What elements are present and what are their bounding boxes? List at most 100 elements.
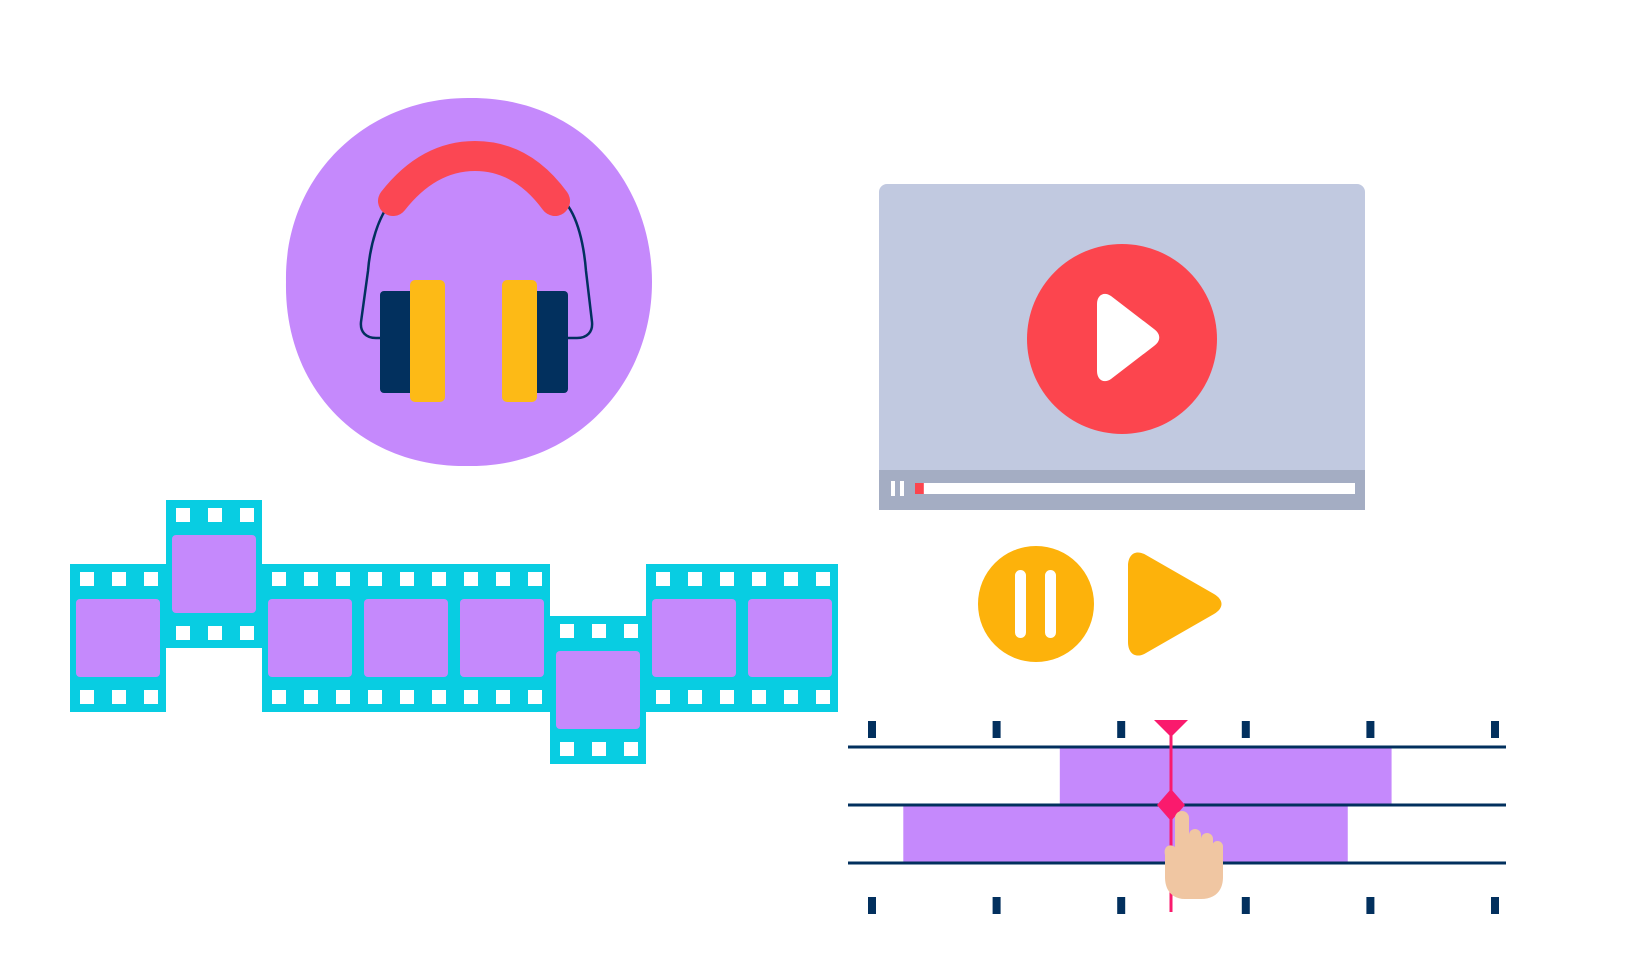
film-perforation [80,572,94,586]
pause-icon[interactable] [1015,570,1056,638]
film-perforation [304,690,318,704]
film-perforation [560,624,574,638]
film-perforation [752,690,766,704]
film-perforation [400,690,414,704]
film-perforation [624,624,638,638]
hand-pointer-icon [1164,811,1223,899]
timeline-tick-top [1117,721,1126,738]
film-segment [550,616,646,764]
pause-bar-left [1015,570,1026,638]
timeline-tick-bottom [1491,897,1499,914]
film-segment [646,564,742,712]
film-perforation [336,572,350,586]
film-perforation [304,572,318,586]
film-perforation [688,572,702,586]
video-progress-track[interactable] [915,483,1355,494]
timeline-tick-top [1241,721,1250,738]
playhead-handle[interactable] [1154,720,1188,737]
film-perforation [592,742,606,756]
film-segment [166,500,262,648]
film-perforation [144,572,158,586]
headphones-band [378,140,570,216]
film-perforation [560,742,574,756]
film-frame [172,535,256,613]
film-perforation [624,742,638,756]
play-button[interactable] [1126,550,1226,658]
film-perforation [464,690,478,704]
pause-button-circle[interactable] [978,546,1094,662]
film-perforation [720,572,734,586]
headphones-wire-left [359,200,393,340]
film-perforation [720,690,734,704]
film-perforation [528,572,542,586]
film-perforation [240,508,254,522]
film-perforation [176,626,190,640]
left-cup-inner [410,280,445,402]
film-segment [70,564,166,712]
hand-palm [1164,845,1223,899]
timeline-tick-bottom [1366,897,1375,914]
pause-bar-right [1045,570,1056,638]
film-perforation [368,690,382,704]
film-perforation [752,572,766,586]
film-perforation [496,572,510,586]
headphones-icon [359,140,594,402]
play-icon[interactable] [1128,552,1222,656]
film-perforation [528,690,542,704]
film-perforation [464,572,478,586]
film-perforation [80,690,94,704]
film-perforation [240,626,254,640]
headphones-badge [285,97,652,467]
play-icon[interactable] [1097,293,1160,382]
video-pause-glyph-b[interactable] [900,481,904,496]
film-segment [262,564,358,712]
film-perforation [784,690,798,704]
film-segment [454,564,550,712]
film-perforation [816,572,830,586]
film-perforation [656,690,670,704]
film-perforation [176,508,190,522]
timeline-clip[interactable] [1059,747,1392,805]
film-perforation [208,508,222,522]
timeline-tick-bottom [992,897,1001,914]
film-perforation [688,690,702,704]
film-perforation [432,690,446,704]
film-frame [76,599,160,677]
film-frame [652,599,736,677]
film-segment [358,564,454,712]
film-frame [556,651,640,729]
timeline-tick-bottom [1241,897,1250,914]
film-perforation [816,690,830,704]
film-perforation [592,624,606,638]
film-segment [742,564,838,712]
film-frame [268,599,352,677]
film-perforation [784,572,798,586]
video-progress-fill [915,483,924,494]
film-perforation [208,626,222,640]
film-perforation [272,690,286,704]
timeline-tick-top [868,721,876,738]
pause-button[interactable] [977,545,1095,663]
film-frame [460,599,544,677]
timeline-clip[interactable] [903,805,1348,863]
timeline-tick-top [992,721,1001,738]
film-perforation [336,690,350,704]
headphones-wire-right [563,200,594,340]
film-strip [70,500,838,764]
film-perforation [112,690,126,704]
film-perforation [496,690,510,704]
film-perforation [400,572,414,586]
editing-timeline[interactable] [848,705,1506,915]
timeline-tick-bottom [1117,897,1126,914]
film-perforation [144,690,158,704]
timeline-tick-top [1366,721,1375,738]
film-perforation [272,572,286,586]
right-cup-outer [528,291,568,393]
video-player[interactable] [879,184,1365,510]
film-frame [364,599,448,677]
film-perforation [432,572,446,586]
video-pause-glyph-a[interactable] [891,481,895,496]
right-cup-inner [502,280,537,402]
timeline-tick-bottom [868,897,876,914]
